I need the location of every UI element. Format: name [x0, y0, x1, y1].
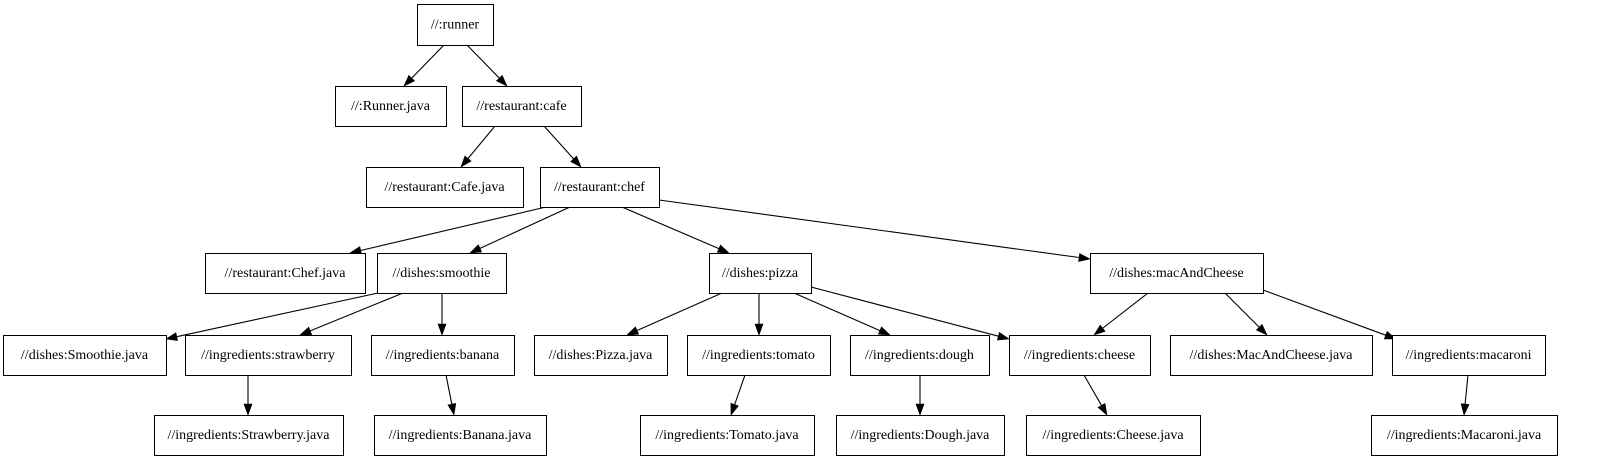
node-cafe[interactable]: //restaurant:cafe — [462, 86, 582, 127]
edge-pizza-to-dough — [793, 292, 891, 336]
node-label-cheese: //ingredients:cheese — [1024, 348, 1135, 363]
node-label-smoothie_java: //dishes:Smoothie.java — [21, 348, 149, 363]
edge-runner-to-cafe — [466, 44, 508, 87]
edge-chef-to-smoothie — [469, 206, 571, 254]
node-cheese_java[interactable]: //ingredients:Cheese.java — [1026, 415, 1201, 456]
node-pizza_java[interactable]: //dishes:Pizza.java — [534, 335, 668, 376]
node-label-cheese_java: //ingredients:Cheese.java — [1042, 428, 1184, 443]
edge-banana-to-banana_java — [445, 374, 457, 416]
node-strawberry_java[interactable]: //ingredients:Strawberry.java — [154, 415, 344, 456]
edge-chef-to-chef_java — [349, 206, 547, 255]
node-label-dough_java: //ingredients:Dough.java — [851, 428, 991, 443]
node-label-banana: //ingredients:banana — [386, 348, 500, 363]
edge-smoothie-to-banana — [437, 293, 447, 336]
node-label-tomato_java: //ingredients:Tomato.java — [655, 428, 799, 443]
edge-mac_and_cheese-to-mac_cheese_java — [1224, 292, 1268, 336]
node-label-strawberry_java: //ingredients:Strawberry.java — [168, 428, 331, 443]
node-label-macaroni: //ingredients:macaroni — [1406, 348, 1532, 363]
edge-tomato-to-tomato_java — [730, 374, 746, 416]
node-label-macaroni_java: //ingredients:Macaroni.java — [1387, 428, 1542, 443]
node-mac_and_cheese[interactable]: //dishes:macAndCheese — [1090, 253, 1264, 294]
edge-mac_and_cheese-to-macaroni — [1262, 289, 1397, 340]
node-label-smoothie: //dishes:smoothie — [393, 266, 491, 281]
node-tomato[interactable]: //ingredients:tomato — [687, 335, 831, 376]
node-label-cafe_java: //restaurant:Cafe.java — [384, 180, 505, 195]
node-tomato_java[interactable]: //ingredients:Tomato.java — [640, 415, 815, 456]
node-strawberry[interactable]: //ingredients:strawberry — [185, 335, 352, 376]
node-label-strawberry: //ingredients:strawberry — [201, 348, 335, 363]
node-label-banana_java: //ingredients:Banana.java — [389, 428, 532, 443]
node-banana_java[interactable]: //ingredients:Banana.java — [374, 415, 547, 456]
node-smoothie[interactable]: //dishes:smoothie — [377, 253, 507, 294]
node-pizza[interactable]: //dishes:pizza — [709, 253, 812, 294]
edge-runner-to-runner_java — [403, 44, 445, 87]
edge-strawberry-to-strawberry_java — [243, 375, 253, 416]
node-runner_java[interactable]: //:Runner.java — [335, 86, 447, 127]
node-macaroni[interactable]: //ingredients:macaroni — [1392, 335, 1546, 376]
node-label-runner_java: //:Runner.java — [351, 99, 431, 114]
node-cheese[interactable]: //ingredients:cheese — [1009, 335, 1151, 376]
node-macaroni_java[interactable]: //ingredients:Macaroni.java — [1371, 415, 1558, 456]
edge-cheese-to-cheese_java — [1083, 374, 1108, 416]
edge-pizza-to-pizza_java — [626, 292, 723, 336]
edge-smoothie-to-smoothie_java — [165, 292, 379, 341]
edge-pizza-to-cheese — [810, 286, 1010, 341]
edge-dough-to-dough_java — [915, 375, 925, 416]
edge-cafe-to-cafe_java — [460, 125, 496, 168]
node-dough_java[interactable]: //ingredients:Dough.java — [836, 415, 1005, 456]
node-chef[interactable]: //restaurant:chef — [540, 167, 660, 208]
node-label-runner: //:runner — [431, 18, 480, 33]
edge-macaroni-to-macaroni_java — [1460, 374, 1470, 416]
edge-chef-to-pizza — [621, 206, 730, 254]
node-label-dough: //ingredients:dough — [865, 348, 974, 363]
node-banana[interactable]: //ingredients:banana — [371, 335, 515, 376]
node-mac_cheese_java[interactable]: //dishes:MacAndCheese.java — [1170, 335, 1373, 376]
node-label-mac_cheese_java: //dishes:MacAndCheese.java — [1190, 348, 1354, 363]
nodes-layer: //:runner //:Runner.java //restaurant:cafe… — [3, 4, 1558, 456]
edge-chef-to-mac_and_cheese — [658, 199, 1091, 262]
node-label-pizza: //dishes:pizza — [722, 266, 799, 281]
node-label-cafe: //restaurant:cafe — [476, 99, 566, 114]
edges-layer — [165, 44, 1470, 416]
node-cafe_java[interactable]: //restaurant:Cafe.java — [366, 167, 524, 208]
node-label-chef_java: //restaurant:Chef.java — [225, 266, 347, 281]
edge-smoothie-to-strawberry — [299, 292, 404, 336]
node-runner[interactable]: //:runner — [417, 4, 494, 46]
node-label-mac_and_cheese: //dishes:macAndCheese — [1109, 266, 1244, 281]
node-label-pizza_java: //dishes:Pizza.java — [549, 348, 654, 363]
node-chef_java[interactable]: //restaurant:Chef.java — [205, 253, 366, 294]
node-label-tomato: //ingredients:tomato — [702, 348, 815, 363]
node-dough[interactable]: //ingredients:dough — [850, 335, 990, 376]
node-smoothie_java[interactable]: //dishes:Smoothie.java — [3, 335, 167, 376]
edge-cafe-to-chef — [543, 125, 582, 168]
edge-mac_and_cheese-to-cheese — [1093, 292, 1149, 336]
node-label-chef: //restaurant:chef — [554, 180, 645, 195]
edge-pizza-to-tomato — [754, 293, 764, 336]
